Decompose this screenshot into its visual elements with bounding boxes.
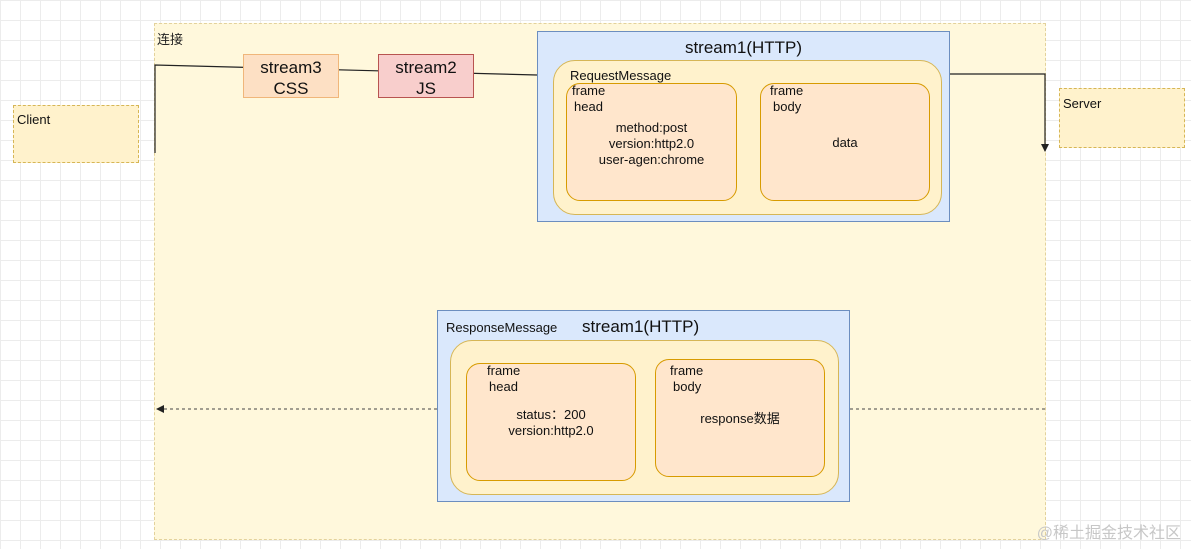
- connection-label: 连接: [157, 32, 184, 47]
- request-message-label: RequestMessage: [570, 68, 672, 83]
- server-label: Server: [1063, 96, 1102, 111]
- request-version-line: version:http2.0: [608, 136, 695, 151]
- request-user-agent-line: user-agen:chrome: [598, 152, 705, 167]
- response-body-label: body: [673, 379, 702, 394]
- stream2-js-box: stream2 JS: [378, 54, 474, 98]
- stream3-name: stream3: [260, 58, 322, 77]
- request-stream1-title: stream1(HTTP): [684, 38, 803, 57]
- request-head-frame: [566, 83, 737, 201]
- response-status-line: status：200: [516, 407, 586, 422]
- watermark: @稀土掘金技术社区: [1036, 525, 1181, 542]
- request-head-content: method:post version:http2.0 user-agen:ch…: [566, 120, 737, 168]
- request-head-frame-label: frame: [572, 83, 606, 98]
- request-body-content: data: [832, 135, 858, 150]
- response-head-content: status：200 version:http2.0: [466, 407, 636, 439]
- stream2-name: stream2: [395, 58, 457, 77]
- request-to-server-line: [950, 73, 1049, 152]
- response-head-frame: [466, 363, 636, 481]
- request-connector-line: [154, 64, 538, 153]
- response-head-label: head: [489, 379, 518, 394]
- request-head-label: head: [574, 99, 603, 114]
- response-body-frame-label: frame: [670, 363, 704, 378]
- response-head-frame-label: frame: [487, 363, 521, 378]
- stream3-type: CSS: [273, 79, 309, 98]
- stream2-type: JS: [416, 79, 436, 98]
- stream3-css-box: stream3 CSS: [243, 54, 339, 98]
- response-stream1-title: stream1(HTTP): [582, 317, 700, 336]
- response-body-content: response数据: [700, 411, 780, 426]
- request-method-line: method:post: [615, 120, 688, 135]
- client-label: Client: [17, 112, 51, 127]
- server-box: Server: [1059, 88, 1185, 148]
- request-body-frame: [760, 83, 930, 201]
- client-box: Client: [13, 105, 139, 163]
- request-body-frame-label: frame: [770, 83, 804, 98]
- response-body-frame: [655, 359, 825, 477]
- response-message-label: ResponseMessage: [446, 320, 558, 335]
- response-version-line: version:http2.0: [508, 423, 594, 438]
- request-body-label: body: [773, 99, 802, 114]
